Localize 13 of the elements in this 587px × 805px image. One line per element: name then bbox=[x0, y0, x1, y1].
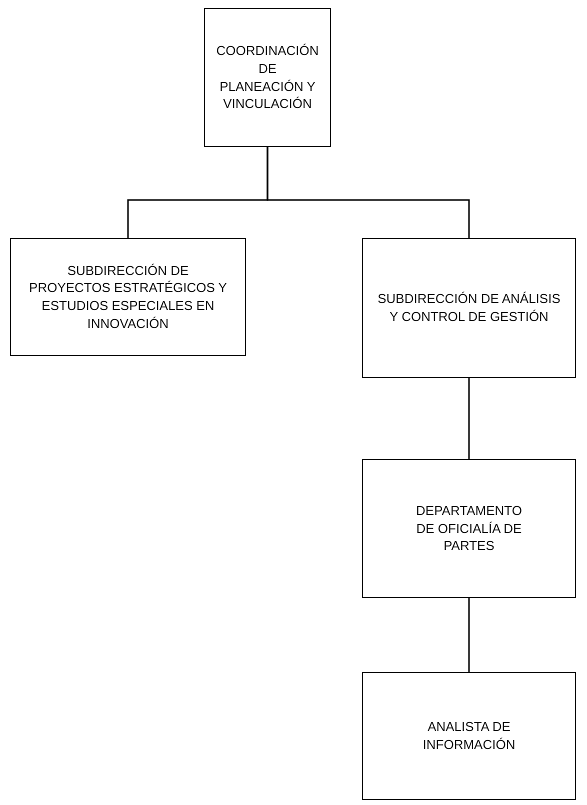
connector-line bbox=[468, 378, 470, 459]
unit-name: DEPARTAMENTO DE OFICIALÍA DE PARTES bbox=[415, 502, 523, 555]
org-box bbox=[10, 238, 246, 356]
unit-name: COORDINACIÓN DE PLANEACIÓN Y VINCULACIÓN bbox=[216, 42, 319, 113]
org-box bbox=[362, 238, 576, 378]
unit-name: SUBDIRECCIÓN DE ANÁLISIS Y CONTROL DE GESTIÓN bbox=[376, 290, 562, 326]
org-box bbox=[362, 459, 576, 598]
org-box bbox=[204, 8, 331, 147]
org-box bbox=[362, 672, 576, 800]
unit-name: SUBDIRECCIÓN DE PROYECTOS ESTRATÉGICOS Y ESTUDIOS ESPECIALES EN INNOVACIÓN bbox=[28, 262, 228, 332]
connector-line bbox=[468, 598, 470, 672]
unit-name: ANALISTA DE INFORMACIÓN bbox=[422, 718, 516, 754]
connector-line bbox=[266, 147, 470, 238]
